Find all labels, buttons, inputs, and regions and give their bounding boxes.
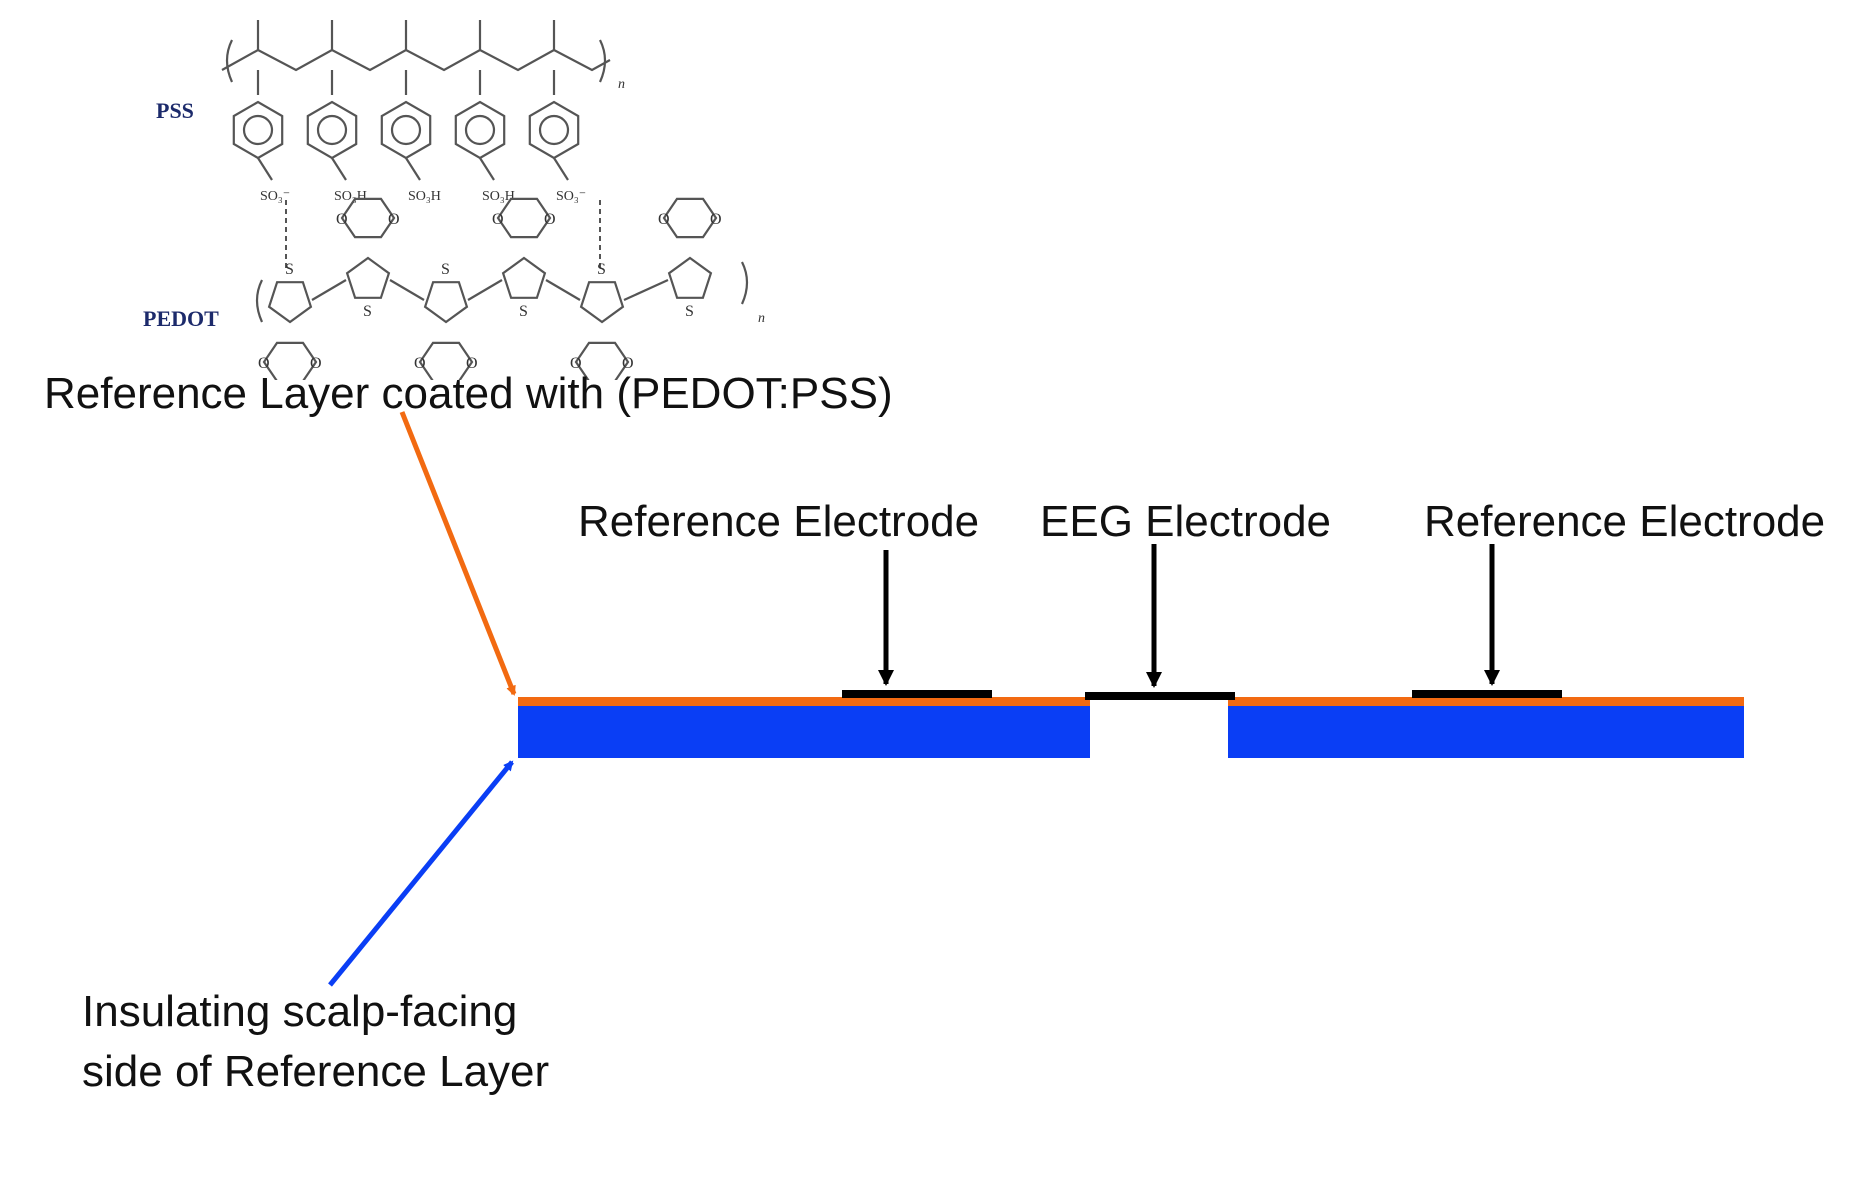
pedot-chain — [255, 197, 749, 380]
pedot-bond — [623, 278, 669, 302]
sulfonate-label: SO₃⁻ — [260, 189, 290, 204]
reference-electrode-right-label: Reference Electrode — [1424, 497, 1826, 546]
pedot-bond — [545, 279, 581, 301]
dioxane-ring — [418, 341, 474, 380]
benzene-rings — [232, 100, 580, 181]
aromatic-circle — [390, 114, 422, 146]
sulfur-atom: S — [363, 303, 372, 320]
reference-layer-label: Reference Layer coated with (PEDOT:PSS) — [44, 369, 893, 418]
sulfur-atom: S — [685, 303, 694, 320]
sulfonate-label: SO₃H — [334, 189, 367, 204]
insulating-layer-right — [1228, 706, 1744, 758]
oxygen-atom: O — [336, 211, 348, 228]
pedot-bond — [467, 279, 503, 301]
reference-electrode-left-bar — [842, 690, 992, 698]
aromatic-circle — [464, 114, 496, 146]
oxygen-atom: O — [544, 211, 556, 228]
aromatic-circle — [316, 114, 348, 146]
sulfur-atom: S — [597, 261, 606, 278]
insulating-label-line1: Insulating scalp-facing — [82, 987, 518, 1036]
pss-subscript-n: n — [618, 77, 625, 92]
thiophene-ring — [667, 256, 713, 299]
sulfur-atom: S — [441, 261, 450, 278]
pedot-bond — [389, 279, 425, 301]
oxygen-atom: O — [622, 355, 634, 372]
pedot-coating-right — [1228, 697, 1744, 706]
sulfonate-bond — [331, 157, 347, 181]
dioxane-ring — [496, 197, 552, 239]
aromatic-circle — [538, 114, 570, 146]
pedot-bracket-right — [740, 261, 749, 305]
oxygen-atom: O — [570, 355, 582, 372]
thiophene-ring — [267, 281, 313, 324]
thiophene-ring — [345, 256, 391, 299]
pedot-bracket-left — [255, 279, 264, 323]
reference-electrode-right-bar — [1412, 690, 1562, 698]
oxygen-atom: O — [466, 355, 478, 372]
eeg-electrode-bar — [1085, 692, 1235, 700]
aromatic-circle — [242, 114, 274, 146]
pedot-atoms: S O O S O O S O O S O O S O O S O O — [258, 211, 722, 372]
pedot-subscript-n: n — [758, 311, 765, 326]
sulfur-atom: S — [285, 261, 294, 278]
oxygen-atom: O — [414, 355, 426, 372]
arrow-insulating — [328, 760, 514, 987]
sulfonate-bond — [257, 157, 273, 181]
insulating-layer-left — [518, 706, 1090, 758]
sulfonate-label: SO₃H — [408, 189, 441, 204]
oxygen-atom: O — [658, 211, 670, 228]
sulfonate-label: SO₃⁻ — [556, 189, 586, 204]
pedot-label: PEDOT — [143, 306, 219, 331]
insulating-label-line2: side of Reference Layer — [82, 1047, 550, 1096]
oxygen-atom: O — [710, 211, 722, 228]
dioxane-ring — [340, 197, 396, 239]
dioxane-ring — [574, 341, 630, 380]
oxygen-atom: O — [258, 355, 270, 372]
sulfonate-label: SO₃H — [482, 189, 515, 204]
oxygen-atom: O — [492, 211, 504, 228]
dioxane-ring — [262, 341, 318, 380]
thiophene-ring — [579, 281, 625, 324]
pedot-coating-left — [518, 697, 1090, 706]
pedot-bond — [311, 279, 347, 301]
oxygen-atom: O — [310, 355, 322, 372]
sulfonate-groups: SO₃⁻ SO₃H SO₃H SO₃H SO₃⁻ — [260, 189, 586, 204]
thiophene-ring — [501, 256, 547, 299]
reference-electrode-left-label: Reference Electrode — [578, 497, 980, 546]
eeg-electrode-label: EEG Electrode — [1040, 497, 1332, 546]
sulfonate-bond — [405, 157, 421, 181]
sulfur-atom: S — [519, 303, 528, 320]
oxygen-atom: O — [388, 211, 400, 228]
thiophene-ring — [423, 281, 469, 324]
arrow-coating — [399, 411, 517, 696]
sulfonate-bond — [553, 157, 569, 181]
dioxane-ring — [662, 197, 718, 239]
pss-label: PSS — [156, 98, 194, 123]
sulfonate-bond — [479, 157, 495, 181]
